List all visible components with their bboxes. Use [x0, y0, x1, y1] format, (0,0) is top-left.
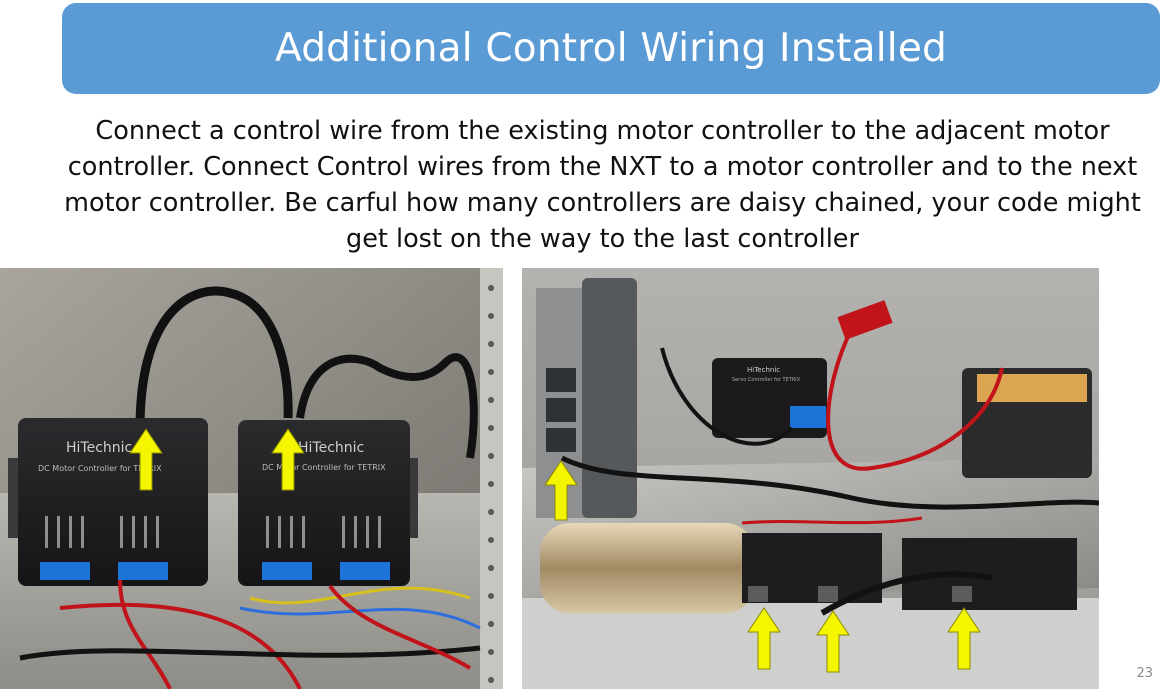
- servo-controller-brand: HiTechnic: [747, 366, 780, 374]
- perforated-rail: [480, 268, 503, 689]
- arrow-up-icon: [544, 460, 578, 521]
- controller-a-port: [748, 586, 768, 602]
- arrow-up-icon: [271, 428, 305, 491]
- arrow-up-icon: [816, 610, 850, 673]
- controller-2-pin-labels: [266, 516, 381, 548]
- arrow-up-icon: [747, 607, 781, 670]
- title-banner: Additional Control Wiring Installed: [62, 3, 1160, 94]
- controller-a-port-2: [818, 586, 838, 602]
- rail-holes: [488, 285, 494, 683]
- controller-b-port: [952, 586, 972, 602]
- nxt-side: [582, 278, 637, 518]
- daisy-chain-cable: [135, 286, 293, 429]
- controller-2-terminal-a: [262, 562, 312, 580]
- controller-1-terminal-a: [40, 562, 90, 580]
- arrow-up-icon: [129, 428, 163, 491]
- nxt-port-3: [546, 428, 576, 452]
- red-wire-1: [118, 579, 172, 689]
- nxt-port-1: [546, 368, 576, 392]
- servo-controller-label: Servo Controller for TETRIX: [732, 377, 801, 383]
- nxt-brick: [536, 278, 637, 518]
- slide-title: Additional Control Wiring Installed: [275, 26, 947, 71]
- slide-body-text: Connect a control wire from the existing…: [64, 116, 1141, 254]
- red-motor-wire: [741, 516, 923, 525]
- battery-label: [977, 374, 1087, 402]
- nxt-black-cable: [560, 455, 1099, 510]
- controller-1-pin-labels: [45, 516, 159, 548]
- control-cable: [296, 353, 478, 459]
- black-wire: [19, 645, 481, 661]
- controller-1-terminal-b: [118, 562, 168, 580]
- servo-black-cable: [660, 347, 794, 446]
- controller-2-brand: HiTechnic: [298, 440, 364, 456]
- arrow-up-icon: [947, 607, 981, 670]
- motor-controller-2: HiTechnic DC Motor Controller for TETRIX: [238, 420, 418, 586]
- yellow-wire: [249, 586, 471, 605]
- controller-1-body: [18, 418, 208, 586]
- page-number: 23: [1136, 666, 1153, 681]
- nxt-wiring-illustration: HiTechnic Servo Controller for TETRIX: [522, 268, 1099, 689]
- motor-controllers-illustration: HiTechnic DC Motor Controller for TETRIX…: [0, 268, 503, 689]
- nxt-port-2: [546, 398, 576, 422]
- red-wire-3: [328, 584, 472, 670]
- photo-nxt-wiring: HiTechnic Servo Controller for TETRIX: [522, 268, 1099, 689]
- controller-1-brand: HiTechnic: [66, 440, 132, 456]
- daisy-chain-cable: [820, 571, 993, 616]
- blue-wire: [239, 606, 481, 630]
- servo-terminal: [790, 406, 826, 428]
- dc-motor: [540, 523, 755, 613]
- photo-motor-controllers: HiTechnic DC Motor Controller for TETRIX…: [0, 268, 503, 689]
- controller-2-label: DC Motor Controller for TETRIX: [262, 463, 386, 472]
- red-wire-2: [59, 602, 302, 689]
- controller-2-terminal-b: [340, 562, 390, 580]
- floor: [522, 598, 1099, 689]
- motor-controller-1: HiTechnic DC Motor Controller for TETRIX: [8, 418, 208, 586]
- controller-1-label: DC Motor Controller for TETRIX: [38, 464, 162, 473]
- servo-controller: HiTechnic Servo Controller for TETRIX: [712, 358, 827, 438]
- red-power-wire: [826, 327, 1004, 471]
